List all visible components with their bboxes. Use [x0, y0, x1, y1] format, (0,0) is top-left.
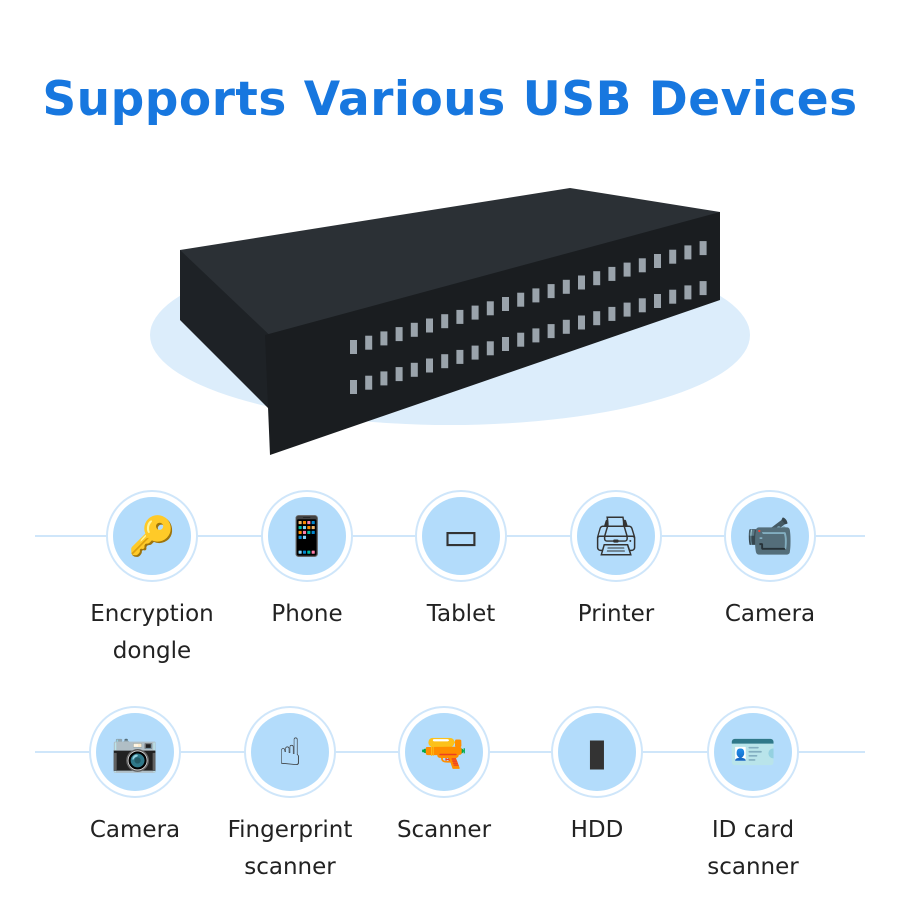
rack-top — [180, 188, 720, 345]
tablet-icon: ▭ — [422, 497, 500, 575]
usb-port — [410, 362, 418, 377]
device-label: Phone — [271, 601, 343, 627]
usb-port — [486, 301, 494, 316]
usb-port — [623, 302, 631, 317]
usb-port — [441, 314, 449, 329]
usb-port — [517, 332, 525, 347]
usb-port — [684, 285, 692, 300]
device-item: ▭ Tablet — [381, 490, 541, 633]
icon-ring: 🔑 — [106, 490, 198, 582]
usb-port — [562, 319, 570, 334]
device-item: 📹 Camera — [690, 490, 850, 633]
usb-port — [380, 331, 388, 346]
printer-icon: 🖨 — [577, 497, 655, 575]
icon-ring: 📹 — [724, 490, 816, 582]
usb-port — [562, 279, 570, 294]
usb-port — [638, 258, 646, 273]
device-item: ▮ HDD — [517, 706, 677, 849]
icon-ring: ▭ — [415, 490, 507, 582]
usb-port — [365, 335, 373, 350]
device-label: Camera — [89, 817, 181, 843]
icon-ring: 🔫 — [398, 706, 490, 798]
usb-port — [441, 354, 449, 369]
usb-port — [532, 288, 540, 303]
usb-port — [471, 345, 479, 360]
usb-port — [365, 375, 373, 390]
usb-port — [684, 245, 692, 260]
id-card-scanner-icon: 🪪 — [714, 713, 792, 791]
device-item: 🪪 ID card scanner — [673, 706, 833, 886]
rack-front — [265, 212, 720, 455]
usb-port — [502, 337, 509, 351]
device-label: Camera — [724, 601, 816, 627]
usb-port — [578, 315, 585, 330]
device-item: 📷 Camera — [55, 706, 215, 849]
usb-port — [350, 380, 357, 394]
usb-port — [426, 318, 433, 333]
usb-port — [669, 289, 677, 304]
icon-ring: ☝ — [244, 706, 336, 798]
device-label: Printer — [577, 601, 655, 627]
usb-dongle-icon: 🔑 — [113, 497, 191, 575]
usb-port — [456, 309, 464, 324]
usb-port — [669, 249, 677, 264]
device-item: 🔫 Scanner — [364, 706, 524, 849]
usb-port — [578, 275, 585, 290]
usb-port — [517, 292, 525, 307]
phone-icon: 📱 — [268, 497, 346, 575]
handheld-scanner-icon: 🔫 — [405, 713, 483, 791]
device-item: 🔑 Encryption dongle — [72, 490, 232, 670]
usb-port — [654, 294, 661, 308]
device-label: Encryption dongle — [90, 601, 214, 664]
usb-port — [638, 298, 646, 313]
device-item: 🖨 Printer — [536, 490, 696, 633]
icon-ring: 📱 — [261, 490, 353, 582]
usb-ports — [350, 241, 707, 394]
fingerprint-scanner-icon: ☝ — [251, 713, 329, 791]
usb-port — [623, 262, 631, 277]
usb-port — [350, 340, 357, 354]
rack-side — [180, 250, 280, 420]
usb-hub-rack-image — [150, 188, 750, 455]
device-item: ☝ Fingerprint scanner — [210, 706, 370, 886]
camera-icon: 📷 — [96, 713, 174, 791]
usb-port — [471, 305, 479, 320]
device-item: 📱 Phone — [227, 490, 387, 633]
usb-port — [502, 297, 509, 311]
icon-ring: 🪪 — [707, 706, 799, 798]
usb-port — [547, 284, 555, 299]
usb-port — [593, 271, 601, 286]
icon-ring: 🖨 — [570, 490, 662, 582]
usb-port — [547, 324, 555, 339]
usb-port — [699, 281, 707, 296]
usb-port — [532, 328, 540, 343]
usb-port — [486, 341, 494, 356]
device-label: Tablet — [426, 601, 496, 627]
usb-port — [395, 367, 403, 382]
icon-ring: 📷 — [89, 706, 181, 798]
icon-ring: ▮ — [551, 706, 643, 798]
usb-port — [426, 358, 433, 373]
device-label: Scanner — [396, 817, 492, 843]
device-label: ID card scanner — [707, 817, 799, 880]
device-label: HDD — [570, 817, 624, 843]
page-title: Supports Various USB Devices — [42, 72, 858, 127]
usb-port — [380, 371, 388, 386]
ptz-camera-icon: 📹 — [731, 497, 809, 575]
usb-port — [395, 327, 403, 342]
usb-port — [699, 241, 707, 256]
usb-port — [608, 306, 616, 321]
usb-port — [608, 266, 616, 281]
usb-port — [593, 311, 601, 326]
usb-port — [456, 349, 464, 364]
usb-port — [410, 322, 418, 337]
device-label: Fingerprint scanner — [227, 817, 353, 880]
usb-port — [654, 254, 661, 268]
hdd-icon: ▮ — [558, 713, 636, 791]
